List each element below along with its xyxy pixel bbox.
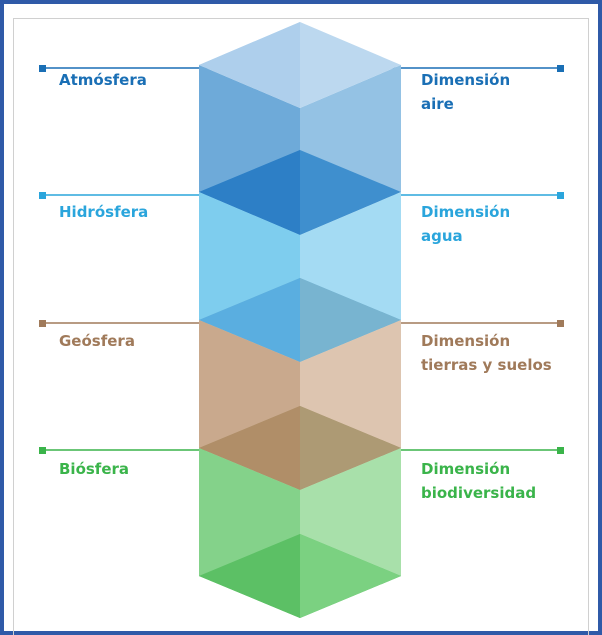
label-atmosfera: Atmósfera: [59, 71, 147, 89]
label-hidrosfera: Hidrósfera: [59, 203, 149, 221]
dimension-label-biodiversidad: Dimensión biodiversidad: [421, 460, 537, 502]
prism-face-atmosfera-bottom: [199, 150, 401, 235]
label-biosfera: Biósfera: [59, 460, 130, 478]
dimension-label-aire: Dimensión aire: [421, 71, 511, 113]
prism-face-biosfera-bottom: [199, 534, 401, 618]
dimension-label-agua: Dimensión agua: [421, 203, 511, 245]
inner-frame: [13, 18, 589, 635]
label-geosfera: Geósfera: [59, 332, 135, 350]
dimension-label-tierras-y-suelos: Dimensión tierras y suelos: [421, 332, 552, 374]
